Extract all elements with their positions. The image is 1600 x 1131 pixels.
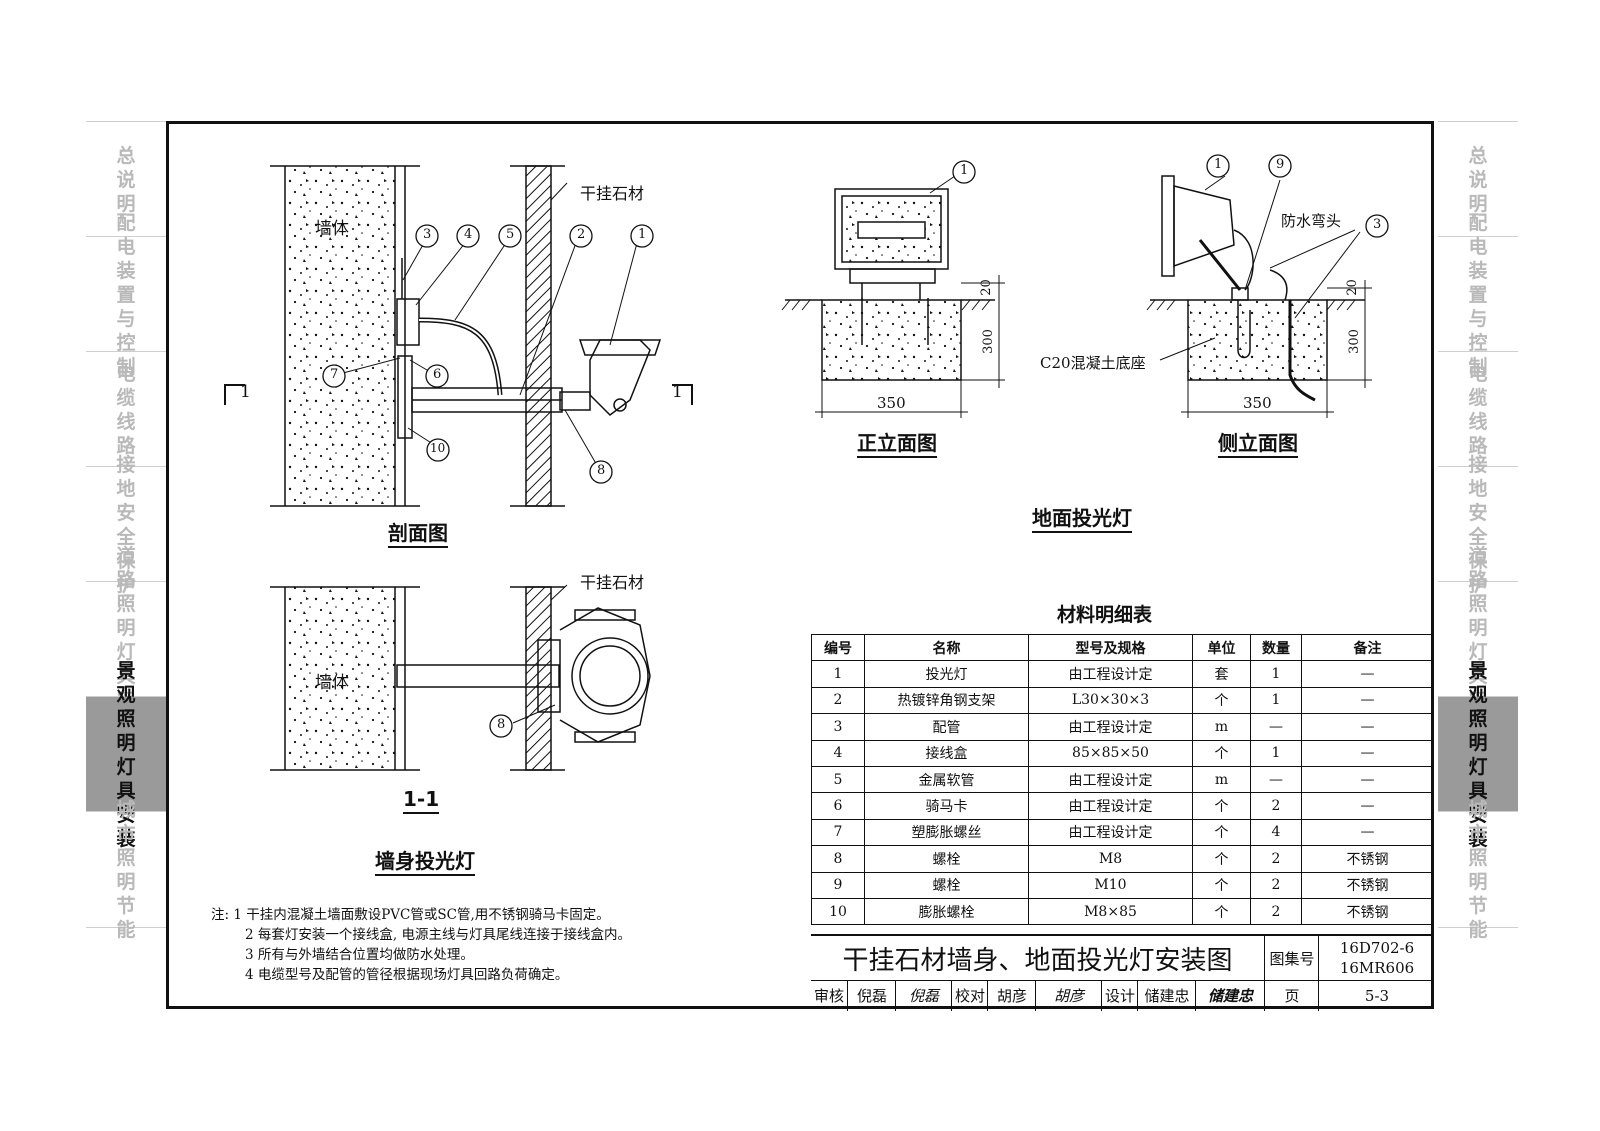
side-tab-6[interactable]: 景观照明灯具安装 [86,660,166,850]
plan-bracket [396,664,560,688]
side-dim-height: 300 [1346,329,1362,354]
callout-1: 1 [638,227,647,242]
plan-title: 1-1 [403,786,440,814]
checker-signature: 胡彦 [1035,980,1102,1011]
callout-10: 10 [430,441,446,455]
front-view-title: 正立面图 [857,430,937,458]
note-3: 3 所有与外墙结合位置均做防水处理。 [245,947,474,963]
callout-8: 8 [597,463,606,478]
side-callout-9: 9 [1276,157,1285,172]
drawing-frame [166,121,1434,1009]
cut-mark-left: 1 [240,382,251,402]
wall-floodlight-caption: 墙身投光灯 [375,848,475,876]
callout-3: 3 [423,227,432,242]
designer-signature: 储建忠 [1195,980,1265,1011]
ground-floodlight-caption: 地面投光灯 [1032,505,1132,533]
materials-title: 材料明细表 [1057,604,1153,626]
notes: 注: 1 干挂内混凝土墙面敷设PVC管或SC管,用不锈钢骑马卡固定。 2 每套灯… [211,905,631,985]
callout-2: 2 [577,227,586,242]
drawing-title: 干挂石材墙身、地面投光灯安装图 [842,945,1233,976]
cut-mark-right: 1 [672,382,683,402]
col-name: 名称 [864,633,1029,662]
reviewer-signature: 倪磊 [895,980,952,1011]
section-wall-label: 墙体 [315,219,349,239]
note-1: 注: 1 干挂内混凝土墙面敷设PVC管或SC管,用不锈钢骑马卡固定。 [211,907,610,923]
atlas-label: 图集号 [1264,936,1319,980]
elbow-label: 防水弯头 [1281,212,1342,230]
designer-name: 储建忠 [1137,980,1196,1011]
col-unit: 单位 [1192,633,1251,662]
side-tab-1[interactable]: 总说明 [86,121,166,237]
side-tab-4[interactable]: 接地安全保护 [86,454,166,596]
col-no: 编号 [811,633,865,662]
wall-floodlight [559,339,662,416]
side-tab-3[interactable]: 电缆线路 [1438,351,1518,467]
checker-name: 胡彦 [987,980,1036,1011]
side-dim-width: 350 [1243,394,1272,412]
side-callout-1: 1 [1214,157,1223,172]
check-label: 校对 [951,980,988,1011]
callout-6: 6 [433,367,442,382]
section-title: 剖面图 [388,520,448,548]
section-stone [510,165,565,507]
plan-wall-label: 墙体 [315,673,349,693]
junction-box [396,298,420,346]
side-tab-7[interactable]: 城市照明节能 [86,799,166,941]
side-tab-3[interactable]: 电缆线路 [86,351,166,467]
atlas-numbers: 16D702-6 16MR606 [1318,936,1435,980]
plan-callout-8: 8 [497,717,506,732]
callout-7: 7 [330,367,339,382]
page-label: 页 [1264,980,1319,1011]
side-view [1146,175,1372,418]
section-wall [270,165,420,507]
review-label: 审核 [813,987,844,1005]
title-block: 干挂石材墙身、地面投光灯安装图 图集号 16D702-6 16MR606 审核 … [811,934,1434,1011]
atlas-no-2: 16MR606 [1339,959,1415,977]
table-header-row: 编号 名称 型号及规格 单位 数量 备注 [811,633,1434,662]
plan-floodlight [559,607,651,743]
side-dim-top: 20 [1344,279,1360,296]
col-qty: 数量 [1250,633,1302,662]
side-tab-2[interactable]: 配电装置与控制 [1438,212,1518,378]
plan-stone-label: 干挂石材 [580,573,645,592]
note-2: 2 每套灯安装一个接线盒, 电源主线与灯具尾线连接于接线盒内。 [245,927,631,943]
page-number: 5-3 [1318,980,1435,1011]
side-view-title: 侧立面图 [1218,430,1298,458]
side-callout-3: 3 [1373,217,1382,232]
side-tab-6[interactable]: 景观照明灯具安装 [1438,660,1518,850]
reviewer-name: 倪磊 [847,980,896,1011]
note-4: 4 电缆型号及配管的管径根据现场灯具回路负荷确定。 [245,967,569,983]
side-tab-4[interactable]: 接地安全保护 [1438,454,1518,596]
design-label: 设计 [1101,980,1138,1011]
col-spec: 型号及规格 [1028,633,1193,662]
front-dim-width: 350 [877,394,906,412]
front-view [781,175,1005,418]
callout-4: 4 [464,227,473,242]
side-tab-7[interactable]: 城市照明节能 [1438,799,1518,941]
base-label: C20混凝土底座 [1040,354,1146,372]
callout-5: 5 [506,227,515,242]
front-callout-1: 1 [960,163,969,178]
side-tab-1[interactable]: 总说明 [1438,121,1518,237]
side-tab-2[interactable]: 配电装置与控制 [86,212,166,378]
atlas-no-1: 16D702-6 [1339,939,1415,957]
front-dim-height: 300 [980,329,996,354]
plan-wall [270,586,420,771]
section-stone-label: 干挂石材 [580,184,645,203]
col-remark: 备注 [1301,633,1434,662]
front-dim-top: 20 [978,279,994,296]
